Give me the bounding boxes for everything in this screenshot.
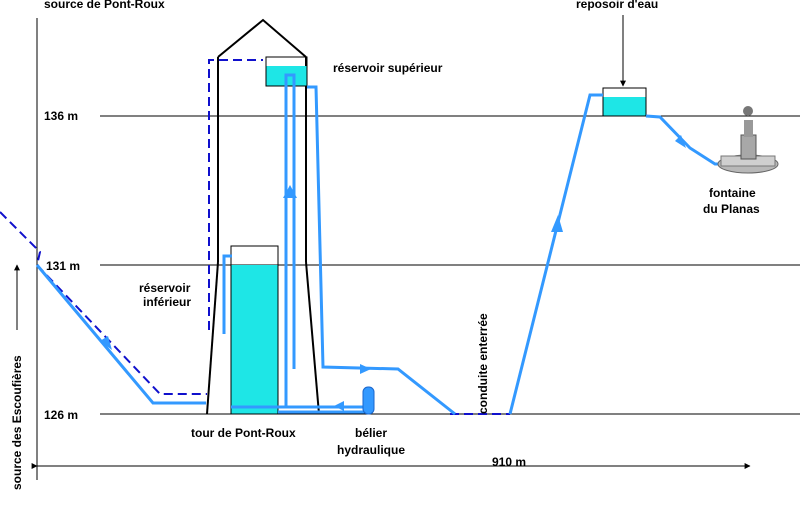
- level-label-136: 136 m: [44, 109, 78, 123]
- belier-hydraulique-device: [362, 386, 375, 415]
- flow-arrows: [100, 135, 686, 411]
- reservoir-inferieur-label-2: inférieur: [143, 295, 191, 309]
- source-pont-roux-label: source de Pont-Roux: [44, 0, 165, 11]
- reservoir-superieur-label: réservoir supérieur: [333, 61, 443, 75]
- conduite-label: conduite enterrée: [476, 313, 490, 414]
- escoufieres-label: source des Escoufières: [10, 355, 24, 490]
- reservoir-inferieur: [230, 245, 279, 415]
- reposoir-label: reposoir d'eau: [576, 0, 658, 11]
- tour-label: tour de Pont-Roux: [191, 426, 296, 440]
- level-label-131: 131 m: [46, 259, 80, 273]
- fontaine-label-2: du Planas: [703, 202, 760, 216]
- level-label-126: 126 m: [44, 408, 78, 422]
- fontaine-label-1: fontaine: [709, 186, 756, 200]
- dashed-pipe: [0, 59, 510, 415]
- belier-label-1: bélier: [355, 426, 387, 440]
- fontaine-icon: [717, 106, 779, 174]
- reservoir-inferieur-label-1: réservoir: [139, 281, 191, 295]
- tour-de-pont-roux: [206, 18, 320, 415]
- distance-label: 910 m: [492, 455, 526, 469]
- belier-label-2: hydraulique: [337, 443, 405, 457]
- water-pipe: [35, 73, 740, 416]
- reposoir-deau: [602, 87, 647, 117]
